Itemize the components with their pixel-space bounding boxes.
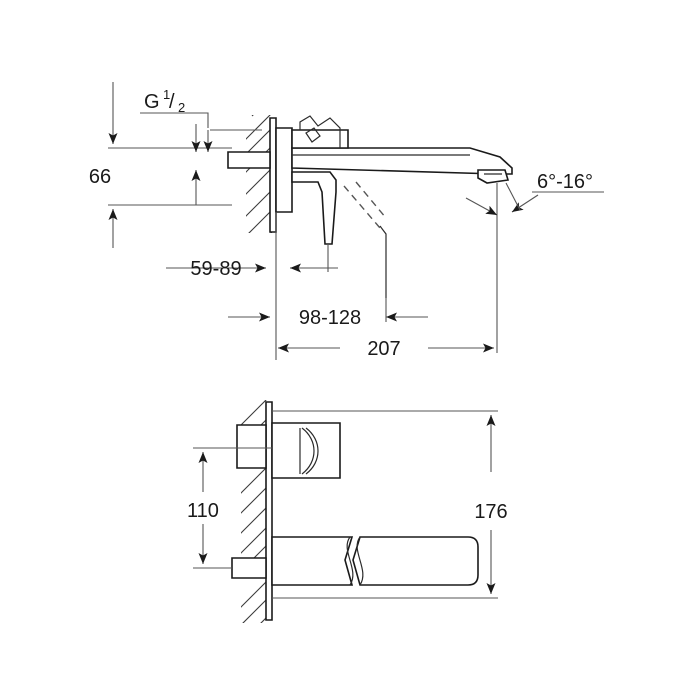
handle-lever-curve-inner (305, 427, 319, 475)
handle-plate (271, 422, 341, 479)
handle-block-front (271, 422, 341, 479)
fraction-slash: / (169, 91, 175, 113)
dimension-label-176: 176 (474, 501, 507, 523)
dimension-label-66: 66 (89, 166, 111, 188)
dimension-66: 66 (89, 82, 232, 248)
inlet-stub-lower-front (231, 557, 267, 579)
cartridge-block (291, 115, 349, 149)
dimension-label-110: 110 (187, 500, 219, 522)
dimension-110: 110 (187, 447, 272, 569)
spout-bar-right-segment (352, 536, 479, 586)
break-line-right (356, 536, 364, 586)
inlet-stub-upper-front (236, 424, 267, 469)
dimension-label-angle: 6°-16° (537, 171, 593, 193)
dimension-label-59-89: 59-89 (190, 258, 241, 280)
inlet-pipe-upper (227, 151, 271, 169)
dimension-g-half: G 1 / 2 (140, 87, 262, 205)
spout-bar-front (271, 536, 479, 586)
cartridge-break-outline (299, 115, 341, 148)
dimension-label-g-denominator: 2 (178, 100, 185, 115)
dimension-label-207: 207 (367, 338, 400, 360)
arrow-angle-right (511, 194, 539, 213)
lever-swing-indicator (343, 181, 387, 298)
dimension-label-g-numerator: 1 (163, 87, 170, 102)
wall-face-bottom (265, 401, 273, 621)
escutcheon-plate (275, 127, 293, 213)
cartridge-base (291, 129, 349, 149)
angle-ray-line (505, 182, 521, 211)
dimension-176: 176 (474, 415, 508, 594)
spout-bar-left-segment (271, 536, 354, 586)
cartridge-break-detail (305, 127, 321, 143)
dimension-98-128: 98-128 (228, 298, 428, 329)
dimension-207: 207 (278, 183, 498, 360)
dimension-label-98-128: 98-128 (299, 307, 361, 329)
dimension-label-g: G (144, 91, 160, 113)
leader-g-half (140, 112, 209, 128)
handle-lever-curve-outer (301, 427, 315, 475)
wall-face-top (269, 117, 277, 233)
arrow-angle-left (465, 197, 498, 216)
break-line-left (346, 536, 354, 586)
front-elevation-view: 110 176 (187, 400, 508, 623)
inlet-pipes-top (227, 151, 271, 169)
side-elevation-view: 66 G 1 / 2 59-89 (89, 82, 604, 360)
lever-swing-leader (379, 225, 387, 298)
lever-handle-top (291, 171, 337, 245)
dimension-angle-6-16: 6°-16° (465, 171, 604, 216)
lever-handle-shape (291, 171, 337, 245)
spout-aerator-tip (477, 169, 510, 184)
dimension-59-89: 59-89 (166, 212, 338, 360)
